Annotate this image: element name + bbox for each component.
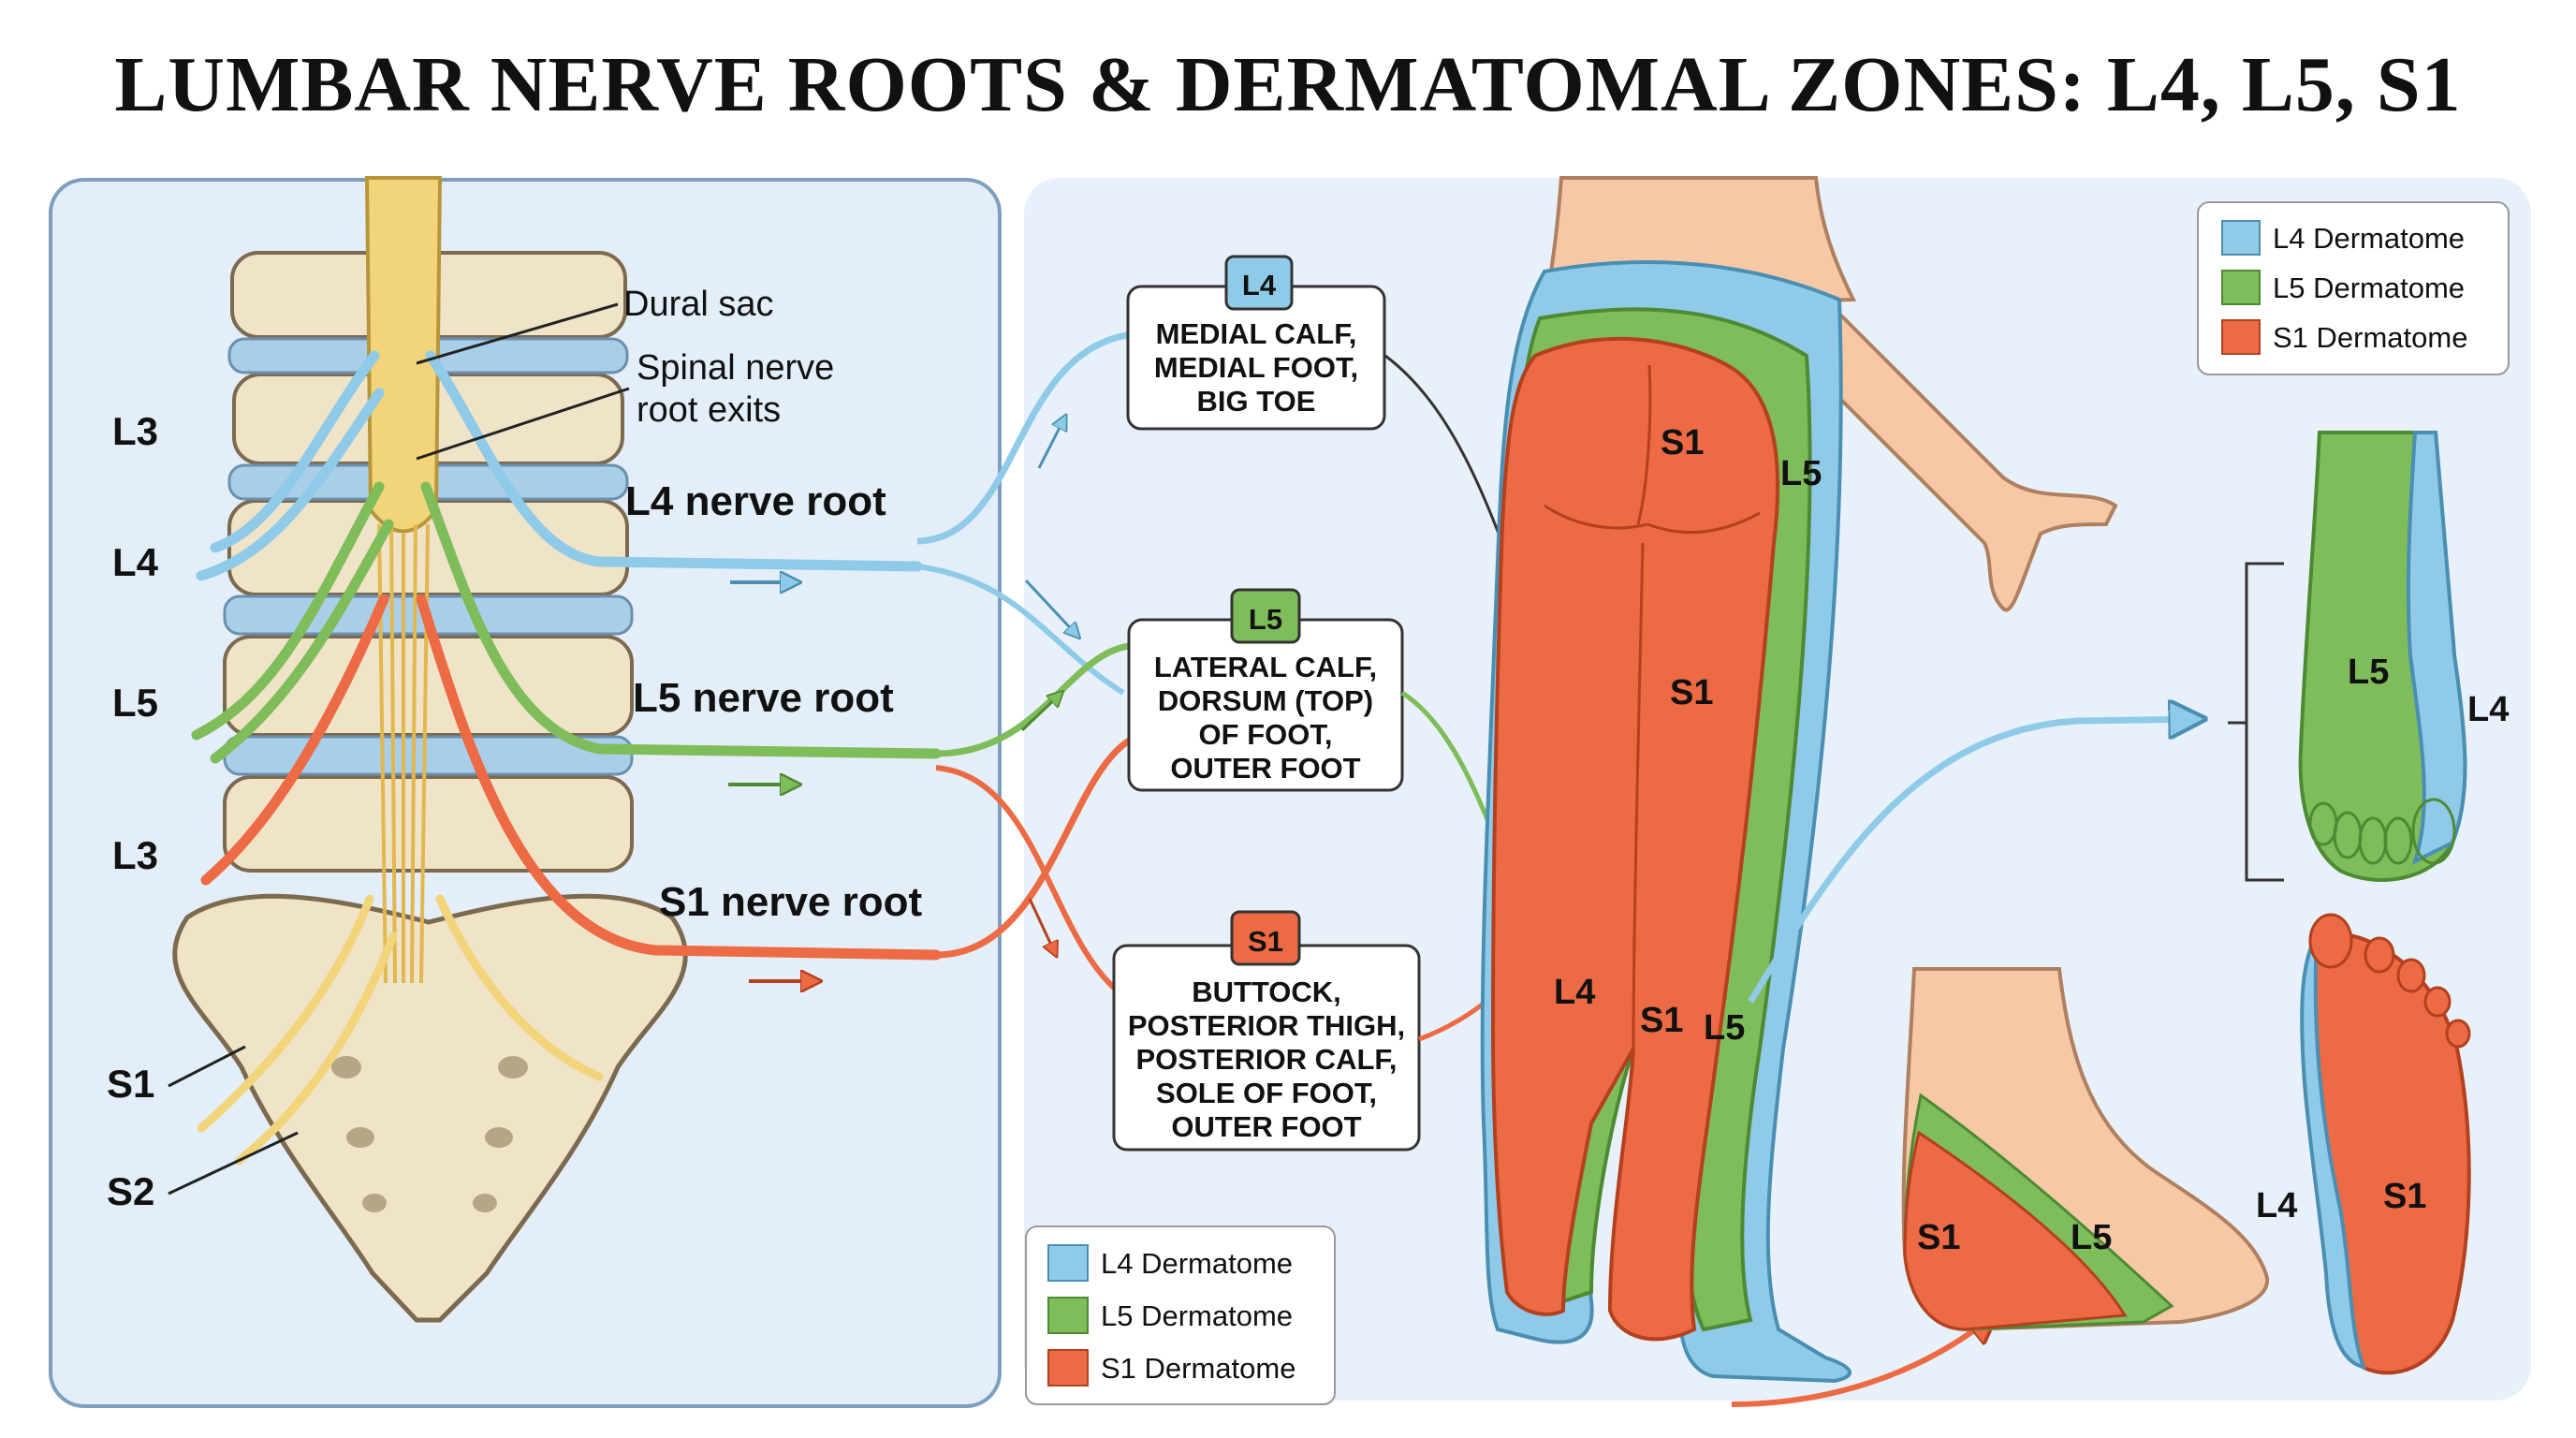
- l4-connector: [917, 566, 1123, 693]
- s1-info-box: S1 BUTTOCK, POSTERIOR THIGH, POSTERIOR C…: [1114, 912, 1419, 1150]
- leader-line: [168, 1047, 245, 1086]
- svg-text:BIG TOE: BIG TOE: [1197, 385, 1316, 418]
- svg-text:POSTERIOR THIGH,: POSTERIOR THIGH,: [1128, 1009, 1405, 1042]
- legend-swatch: [1048, 1350, 1088, 1386]
- sole-label: S1: [2383, 1177, 2426, 1216]
- svg-text:L5: L5: [1249, 603, 1282, 636]
- vertebra-label: L5: [112, 681, 158, 725]
- legend-bottom: L4 Dermatome L5 Dermatome S1 Dermatome: [1026, 1226, 1335, 1404]
- dural-sac-label: Dural sac: [623, 285, 774, 324]
- l5-connector: [936, 646, 1129, 754]
- legend-swatch: [1048, 1245, 1088, 1281]
- foot-side-label: S1: [1917, 1218, 1960, 1257]
- legend-swatch: [2222, 271, 2260, 304]
- root-exits-label: root exits: [637, 390, 781, 430]
- leader-line: [168, 1133, 298, 1194]
- sacrum: [175, 896, 686, 1320]
- svg-text:OF FOOT,: OF FOOT,: [1199, 718, 1333, 751]
- svg-text:BUTTOCK,: BUTTOCK,: [1192, 976, 1341, 1008]
- foot-side-label: L5: [2071, 1218, 2112, 1257]
- l4-root-label: L4 nerve root: [625, 478, 886, 524]
- legend-swatch: [2222, 221, 2260, 255]
- legend-entry: L5 Dermatome: [1101, 1299, 1293, 1332]
- leg-zone-label: S1: [1670, 673, 1713, 712]
- legend-swatch: [1048, 1298, 1088, 1333]
- legend-entry: L4 Dermatome: [1101, 1247, 1293, 1280]
- sacral-label: S1: [107, 1062, 154, 1106]
- vertebra-label: L3: [112, 409, 158, 453]
- leg-zone-label: L5: [1704, 1008, 1745, 1048]
- svg-text:S1: S1: [1248, 925, 1283, 958]
- l4-info-box: L4 MEDIAL CALF, MEDIAL FOOT, BIG TOE: [1128, 257, 1384, 429]
- foot-bracket: [2247, 564, 2284, 880]
- l5-root-label: L5 nerve root: [633, 675, 894, 721]
- svg-text:MEDIAL CALF,: MEDIAL CALF,: [1156, 317, 1357, 350]
- legend-entry: S1 Dermatome: [1101, 1352, 1295, 1385]
- legend-top-right: L4 Dermatome L5 Dermatome S1 Dermatome: [2198, 202, 2509, 374]
- direction-arrow: [1022, 693, 1061, 730]
- svg-text:POSTERIOR CALF,: POSTERIOR CALF,: [1135, 1043, 1397, 1076]
- legend-entry: L4 Dermatome: [2273, 222, 2465, 255]
- vertebra-label: L3: [112, 833, 158, 877]
- svg-text:MEDIAL FOOT,: MEDIAL FOOT,: [1154, 351, 1358, 384]
- leg-zone-label: S1: [1640, 1001, 1683, 1040]
- foot-sole-view: [2302, 915, 2469, 1372]
- legend-swatch: [2222, 320, 2260, 354]
- direction-arrow: [1026, 580, 1078, 637]
- direction-arrow: [1039, 417, 1065, 468]
- root-exits-label: Spinal nerve: [637, 348, 834, 388]
- leg-zone-label: L5: [1780, 454, 1822, 493]
- l4-connector: [917, 335, 1127, 541]
- vertebra-label: L4: [112, 540, 159, 584]
- sacral-label: S2: [107, 1169, 154, 1213]
- foot-side-view: [1904, 969, 2268, 1329]
- legend-entry: S1 Dermatome: [2273, 321, 2467, 354]
- svg-text:L4: L4: [1242, 269, 1277, 301]
- svg-text:LATERAL CALF,: LATERAL CALF,: [1154, 651, 1377, 683]
- svg-text:OUTER FOOT: OUTER FOOT: [1171, 1110, 1361, 1143]
- sole-label: L4: [2256, 1186, 2297, 1225]
- svg-text:DORSUM (TOP): DORSUM (TOP): [1158, 684, 1373, 717]
- foot-top-label: L5: [2348, 653, 2389, 692]
- legend-entry: L5 Dermatome: [2273, 271, 2465, 304]
- svg-text:OUTER FOOT: OUTER FOOT: [1170, 752, 1360, 785]
- svg-text:SOLE OF FOOT,: SOLE OF FOOT,: [1156, 1077, 1377, 1109]
- l5-info-box: L5 LATERAL CALF, DORSUM (TOP) OF FOOT, O…: [1129, 590, 1402, 790]
- foot-top-label: L4: [2467, 690, 2509, 729]
- leg-zone-label: S1: [1661, 423, 1704, 462]
- s1-root-label: S1 nerve root: [659, 879, 923, 925]
- s1-connector: [936, 768, 1121, 994]
- direction-arrow: [1030, 899, 1056, 955]
- leg-zone-label: L4: [1554, 973, 1595, 1012]
